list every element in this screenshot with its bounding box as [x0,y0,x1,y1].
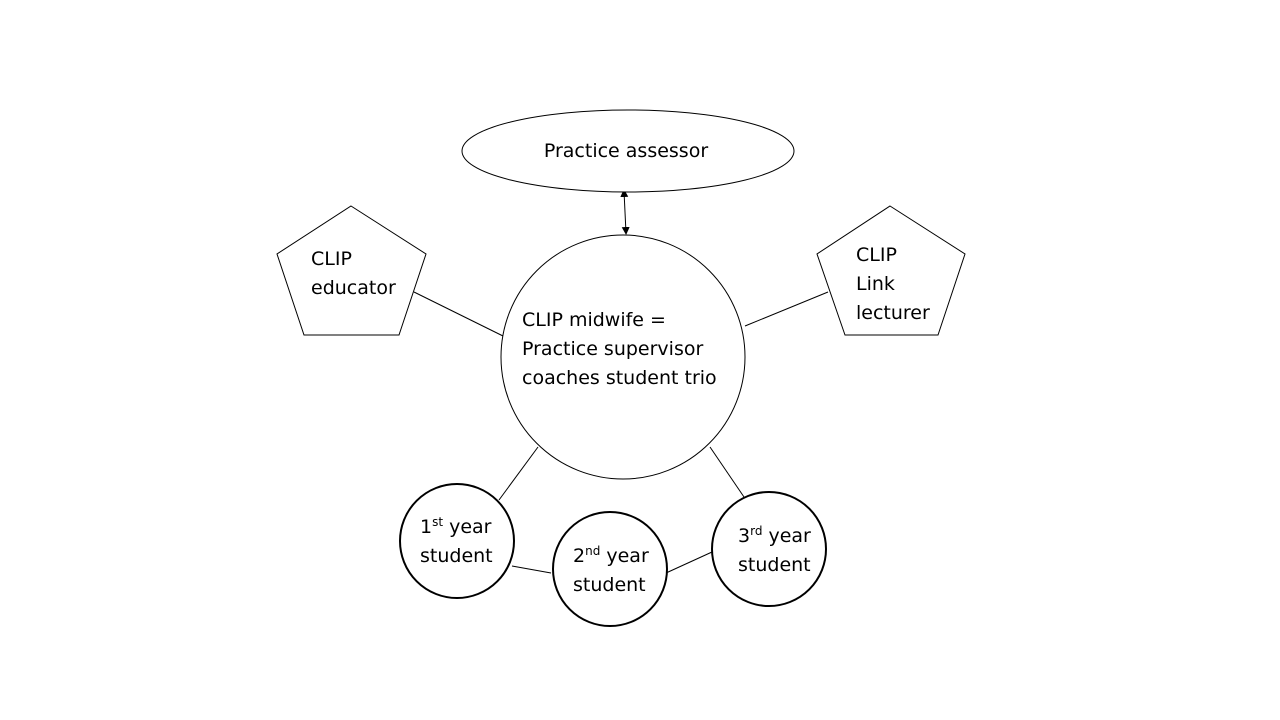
first-year-student-node: 1st year student [399,483,515,599]
third-year-number: 3 [738,525,750,547]
clip-educator-label: CLIP educator [311,248,396,299]
clip-educator-pentagon [276,205,427,336]
third-year-word: year [762,525,811,547]
second-year-number: 2 [573,545,585,567]
clip-link-lecturer-label: CLIP Link lecturer [856,244,930,324]
clip-link-lecturer-line3: lecturer [856,302,930,324]
clip-link-lecturer-line1: CLIP [856,244,897,266]
clip-educator-line2: educator [311,277,396,299]
year2-year3-connector [665,551,713,574]
clip-educator-line1: CLIP [311,248,352,270]
lecturer-midwife-connector [744,291,829,327]
clip-link-lecturer-node: CLIP Link lecturer [816,205,966,336]
clip-midwife-line3: coaches student trio [522,367,717,389]
second-year-student-circle [552,511,668,627]
second-year-word: year [600,545,649,567]
second-year-student-line2: student [573,574,646,596]
practice-assessor-ellipse [461,109,795,193]
practice-assessor-node: Practice assessor [461,109,795,193]
educator-midwife-connector [413,291,504,337]
second-year-student-node: 2nd year student [552,511,668,627]
clip-midwife-line2: Practice supervisor [522,338,703,360]
third-year-student-node: 3rd year student [711,491,827,607]
clip-educator-node: CLIP educator [276,205,427,336]
first-year-number: 1 [420,516,432,538]
second-year-student-label: 2nd year student [573,544,655,596]
clip-midwife-line1: CLIP midwife = [522,309,666,331]
clip-link-lecturer-pentagon [816,205,966,336]
first-year-word: year [443,516,492,538]
assessor-midwife-arrow [620,189,630,235]
midwife-year3-connector [709,446,745,498]
third-year-student-line2: student [738,554,811,576]
third-year-superscript: rd [750,524,762,538]
practice-assessor-label: Practice assessor [544,140,708,162]
clip-link-lecturer-line2: Link [856,273,895,295]
first-year-student-circle [399,483,515,599]
first-year-superscript: st [432,515,443,529]
clip-midwife-label: CLIP midwife = Practice supervisor coach… [522,309,717,389]
third-year-student-circle [711,491,827,607]
clip-midwife-circle [500,234,746,480]
midwife-year1-connector [498,446,539,501]
second-year-superscript: nd [585,544,600,558]
third-year-student-label: 3rd year student [738,524,817,576]
first-year-student-label: 1st year student [420,515,498,567]
clip-midwife-node: CLIP midwife = Practice supervisor coach… [500,234,746,480]
first-year-student-line2: student [420,545,493,567]
year1-year2-connector [511,565,552,574]
